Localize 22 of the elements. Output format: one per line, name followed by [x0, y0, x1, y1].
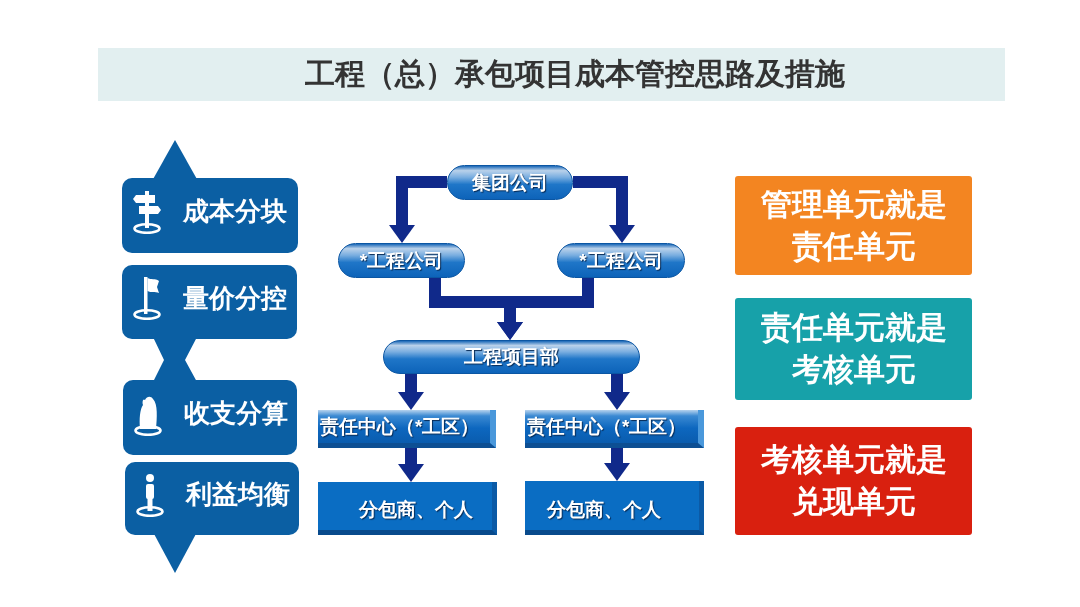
- arrow: [398, 374, 424, 410]
- org-pill: 集团公司: [447, 165, 573, 200]
- center-bar: 责任中心（*工区）: [525, 410, 704, 448]
- org-pill: 工程项目部: [383, 340, 640, 374]
- arrow: [604, 448, 630, 481]
- arrow: [398, 448, 424, 482]
- org-pill: *工程公司: [557, 243, 685, 278]
- arrow: [604, 374, 630, 410]
- statement-card: 管理单元就是责任单元: [735, 176, 972, 275]
- arrow: [573, 176, 635, 243]
- step-label: 成本分块: [183, 195, 287, 228]
- step-label: 量价分控: [183, 281, 287, 315]
- step-label: 收支分算: [184, 397, 288, 430]
- statement-card: 考核单元就是兑现单元: [735, 427, 972, 535]
- arrow: [497, 278, 594, 340]
- title-banner: 工程（总）承包项目成本管控思路及措施: [98, 48, 1005, 101]
- org-pill: *工程公司: [338, 243, 465, 278]
- center-bar: 责任中心（*工区）: [318, 410, 496, 448]
- unit-block: 分包商、个人: [525, 481, 704, 535]
- step-label: 利益均衡: [186, 478, 290, 511]
- statement-card: 责任单元就是考核单元: [735, 298, 972, 400]
- unit-block: 分包商、个人: [318, 482, 497, 535]
